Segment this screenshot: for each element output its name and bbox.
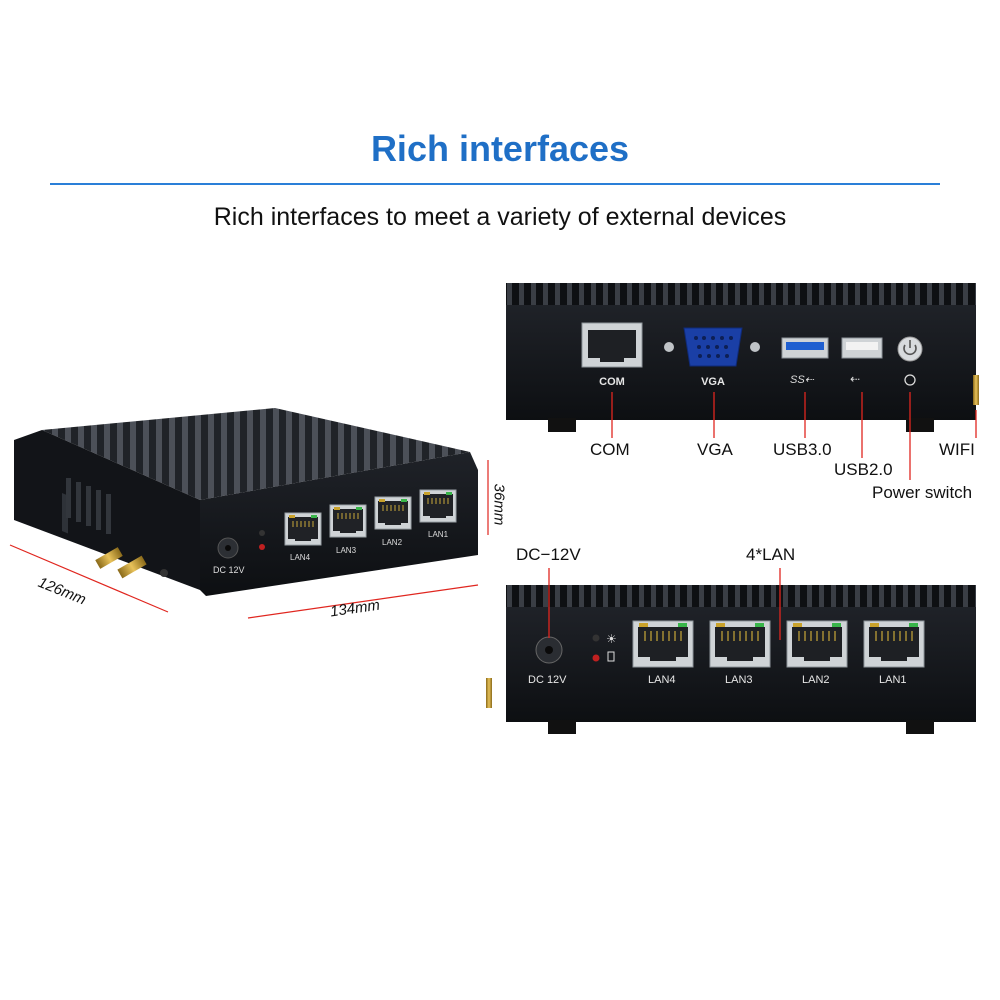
rear-dc-label: DC 12V [528, 674, 567, 686]
rear-panel-device: ☀ [486, 585, 976, 734]
svg-text:☀: ☀ [606, 632, 617, 646]
com-port [581, 322, 643, 368]
front-antenna [973, 375, 979, 405]
rear-lan3-port [709, 620, 771, 668]
power-button [897, 336, 923, 386]
front-callout-lines [611, 392, 977, 480]
iso-lan4-port [284, 512, 322, 546]
iso-lan3-label: LAN3 [336, 546, 357, 555]
vga-callout: VGA [697, 440, 733, 459]
vga-port [664, 327, 760, 367]
page-title: Rich interfaces [370, 128, 630, 169]
rear-antenna [486, 678, 492, 708]
lan-callout: 4*LAN [746, 545, 796, 564]
usb2-callout: USB2.0 [834, 460, 893, 479]
iso-lan3-port [329, 504, 367, 538]
iso-antenna-connectors [95, 547, 147, 579]
svg-text:⇠: ⇠ [850, 372, 860, 386]
page-subtitle: Rich interfaces to meet a variety of ext… [213, 203, 787, 231]
iso-lan1-label: LAN1 [428, 530, 449, 539]
iso-lan2-port [374, 496, 412, 530]
com-port-mark: COM [599, 376, 625, 388]
iso-lan2-label: LAN2 [382, 538, 403, 547]
front-top-fins [506, 283, 976, 309]
rear-lan4-label: LAN4 [648, 674, 676, 686]
rear-dc-jack [535, 636, 563, 664]
rear-top-fins [506, 585, 976, 611]
iso-dc-label: DC 12V [213, 565, 245, 575]
rear-lan2-label: LAN2 [802, 674, 830, 686]
front-panel-device: SS⇠ ⇠ [506, 283, 979, 432]
iso-height-label: 36mm [490, 483, 508, 526]
dc-callout: DC−12V [516, 545, 581, 564]
iso-top-fins [42, 408, 470, 500]
title-divider [50, 183, 940, 185]
iso-lan1-port [419, 489, 457, 523]
wifi-callout: WIFI [939, 440, 975, 459]
com-callout: COM [590, 440, 630, 459]
iso-dimension-lines [9, 460, 489, 619]
rear-lan3-label: LAN3 [725, 674, 753, 686]
rear-lan4-port [632, 620, 694, 668]
rear-lan1-port [863, 620, 925, 668]
iso-device [14, 408, 478, 596]
rear-callout-lines [548, 568, 781, 640]
iso-side-vents [66, 478, 111, 534]
rear-lan2-port [786, 620, 848, 668]
usb3-port: SS⇠ [781, 337, 829, 386]
vga-port-mark: VGA [701, 376, 725, 388]
iso-lan4-label: LAN4 [290, 553, 311, 562]
front-face [506, 305, 976, 420]
svg-text:SS⇠: SS⇠ [790, 374, 815, 386]
power-switch-callout: Power switch [872, 483, 973, 502]
usb3-callout: USB3.0 [773, 440, 832, 459]
usb2-port: ⇠ [841, 337, 883, 386]
rear-lan1-label: LAN1 [879, 674, 907, 686]
